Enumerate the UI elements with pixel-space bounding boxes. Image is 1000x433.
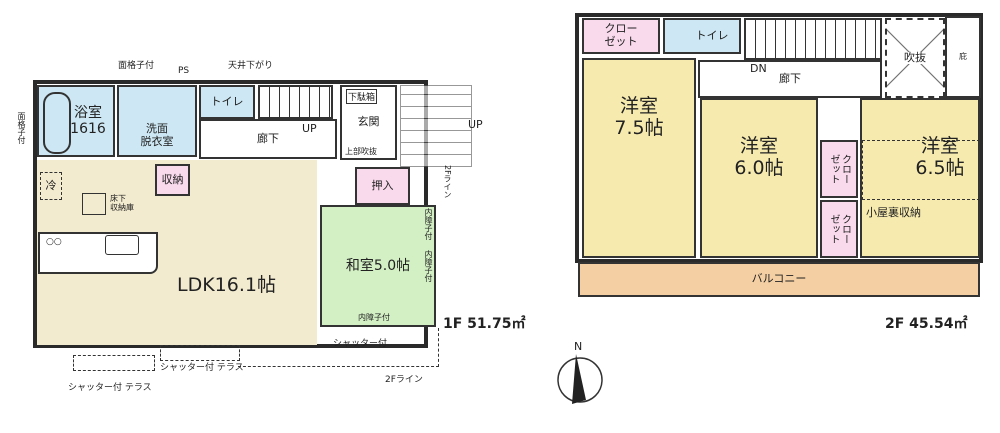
2f-line xyxy=(238,328,439,367)
attic-storage-area xyxy=(862,140,980,200)
shoe-top-note: 上部吹抜 xyxy=(345,147,377,156)
closet-top: クロー ゼット xyxy=(582,18,660,54)
compass-icon xyxy=(557,354,603,404)
note-lattice-top: 面格子付 xyxy=(118,61,155,71)
entrance-label: 玄関 xyxy=(357,115,380,129)
closet-b-label: クロー ゼット xyxy=(828,214,851,244)
bath-label: 浴室 1616 xyxy=(70,104,106,137)
washroom-label: 洗面 脱衣室 xyxy=(140,122,174,148)
note-inner-lattice-3: 内障子付 xyxy=(358,313,390,322)
room-washroom: 洗面 脱衣室 xyxy=(117,85,197,157)
eave: 庇 xyxy=(945,16,981,98)
void: 吹抜 xyxy=(885,18,945,98)
underfloor-label: 床下 収納庫 xyxy=(110,194,134,212)
note-2f-line-bottom: 2Fライン xyxy=(385,375,423,385)
note-up1: UP xyxy=(302,122,317,135)
room-western-60: 洋室 6.0帖 xyxy=(700,98,818,258)
note-inner-lattice-2: 内障子付 xyxy=(424,250,433,282)
compass: N xyxy=(550,340,610,406)
shoe-cabinet: 下駄箱 xyxy=(346,89,378,104)
sink-icon xyxy=(105,235,139,255)
room-western-75: 洋室 7.5帖 xyxy=(582,58,696,258)
note-lattice-left: 面格子付 xyxy=(17,112,26,144)
storage-label: 収納 xyxy=(161,172,184,186)
floor1-area: 1F 51.75㎡ xyxy=(443,316,526,332)
washitsu-label: 和室5.0帖 xyxy=(345,257,411,274)
room-oshiire: 押入 xyxy=(355,167,410,205)
bathtub-icon xyxy=(43,92,71,154)
balcony: バルコニー xyxy=(578,262,980,297)
oshiire-label: 押入 xyxy=(371,178,394,192)
underfloor-storage-icon xyxy=(82,193,106,215)
note-shutter-washitsu: シャッター付 xyxy=(333,339,388,349)
eave-label: 庇 xyxy=(959,52,967,62)
closet-a: クロー ゼット xyxy=(820,140,858,198)
balcony-label: バルコニー xyxy=(751,272,807,286)
room-toilet-2f: トイレ xyxy=(663,18,741,54)
terrace-2 xyxy=(160,345,240,361)
room-bath: 浴室 1616 xyxy=(37,85,115,157)
closet-a-label: クロー ゼット xyxy=(828,154,851,184)
compass-north-label: N xyxy=(574,340,583,353)
fridge: 冷 xyxy=(40,172,62,200)
room-hallway-2f: 廊下 xyxy=(698,60,882,98)
dn-label: DN xyxy=(750,62,767,75)
stairs-1f xyxy=(258,85,333,119)
room75-label: 洋室 7.5帖 xyxy=(614,95,664,139)
room-toilet-1f: トイレ xyxy=(199,85,255,119)
hallway-2f-label: 廊下 xyxy=(779,71,801,85)
room-western-65: 洋室 6.5帖 xyxy=(860,98,980,258)
void-label: 吹抜 xyxy=(904,50,926,65)
attic-label: 小屋裏収納 xyxy=(866,206,921,219)
ldk-label: LDK16.1帖 xyxy=(177,274,276,296)
room-entrance: 玄関 xyxy=(340,85,397,160)
floor2-area: 2F 45.54㎡ xyxy=(885,316,968,332)
note-ps: PS xyxy=(178,66,190,76)
toilet-2f-label: トイレ xyxy=(695,28,729,42)
fridge-label: 冷 xyxy=(45,178,57,192)
hallway-label: 廊下 xyxy=(257,131,279,145)
room-washitsu: 和室5.0帖 xyxy=(320,205,436,327)
outdoor-steps xyxy=(400,85,472,167)
stove-icon: ○○ xyxy=(46,237,62,247)
note-shutter-terrace-1: シャッター付 テラス xyxy=(68,383,152,393)
terrace-1 xyxy=(73,355,155,371)
room60-label: 洋室 6.0帖 xyxy=(734,135,784,179)
closet-b: クロー ゼット xyxy=(820,200,858,258)
stairs-2f xyxy=(744,18,882,60)
note-inner-lattice-1: 内障子付 xyxy=(424,208,433,240)
note-shutter-terrace-2: シャッター付 テラス xyxy=(160,363,244,373)
note-2f-line-right: 2Fライン xyxy=(443,165,452,199)
note-up2: UP xyxy=(468,118,483,131)
room-storage: 収納 xyxy=(155,164,190,196)
note-ceiling: 天井下がり xyxy=(228,61,274,71)
room-hallway-1f: 廊下 xyxy=(199,119,337,159)
closet-top-label: クロー ゼット xyxy=(604,22,638,48)
toilet-label: トイレ xyxy=(210,94,244,108)
